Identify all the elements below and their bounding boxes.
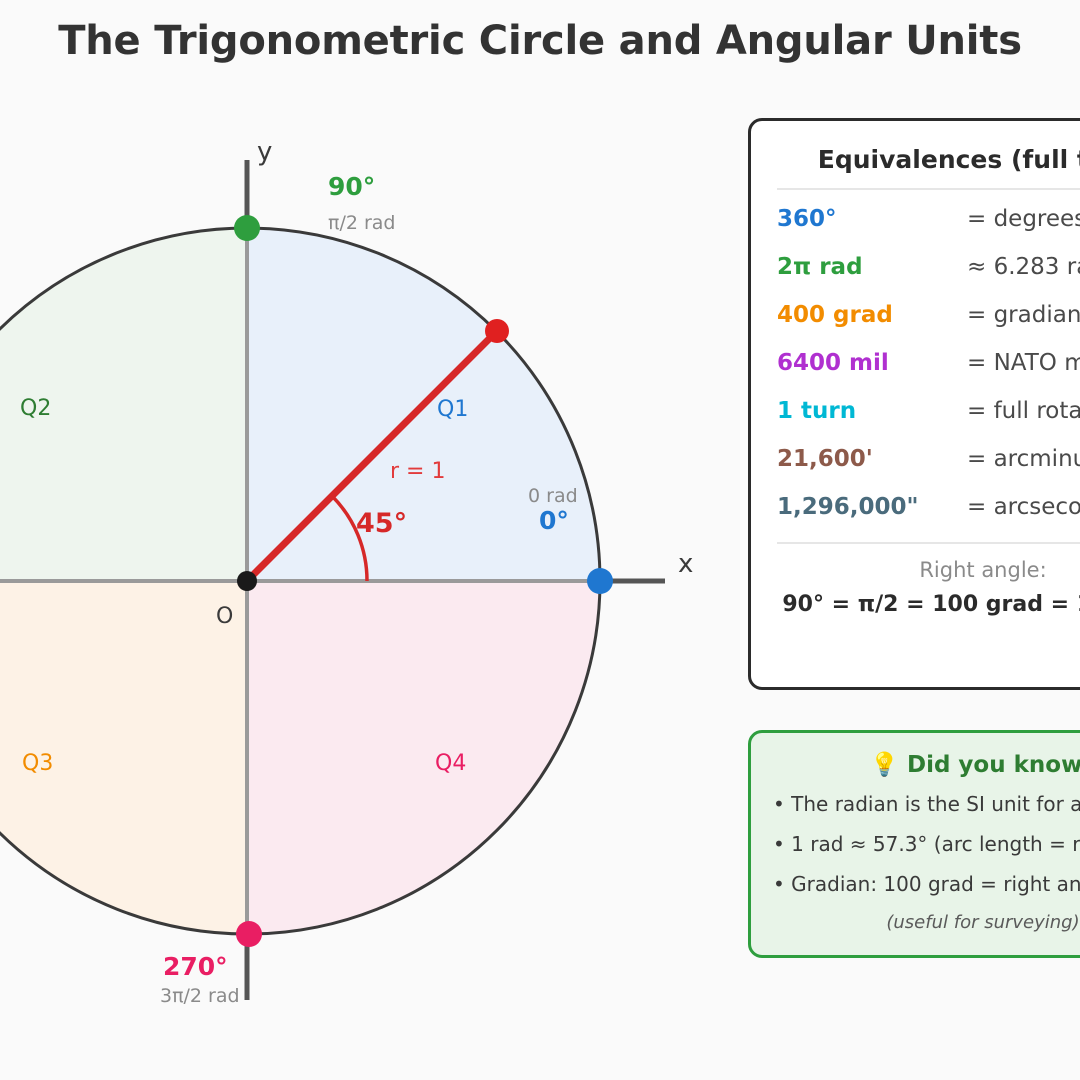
equiv-description: = arcminutes xyxy=(967,446,1080,472)
table-row: 2π rad ≈ 6.283 radians xyxy=(777,254,1080,280)
quadrant-label-q3: Q3 xyxy=(22,751,53,776)
equiv-value: 2π rad xyxy=(777,254,863,280)
list-item: • The radian is the SI unit for angles xyxy=(773,792,1080,816)
divider-top xyxy=(777,188,1080,190)
quadrant-label-q4: Q4 xyxy=(435,751,466,776)
did-you-know-title: Did you know? xyxy=(906,752,1080,778)
point-45deg[interactable] xyxy=(485,319,509,343)
table-row: 21,600' = arcminutes xyxy=(777,446,1080,472)
did-you-know-note: (useful for surveying) xyxy=(886,912,1080,933)
equiv-description: = degrees (sexagesimal) xyxy=(967,206,1080,232)
angle-label: 45° xyxy=(356,508,407,539)
equiv-value: 6400 mil xyxy=(777,350,889,376)
label-90rad: π/2 rad xyxy=(328,212,395,234)
table-row: 6400 mil = NATO mils xyxy=(777,350,1080,376)
table-row: 1,296,000" = arcseconds xyxy=(777,494,1080,520)
did-you-know-card: 💡 Did you know? • The radian is the SI u… xyxy=(748,730,1080,958)
label-0rad: 0 rad xyxy=(528,485,578,507)
equiv-value: 400 grad xyxy=(777,302,893,328)
page-title: The Trigonometric Circle and Angular Uni… xyxy=(58,18,1022,64)
did-you-know-heading: 💡 Did you know? xyxy=(773,751,1080,778)
equiv-value: 360° xyxy=(777,206,837,232)
equiv-description: = full rotation xyxy=(967,398,1080,424)
equiv-description: ≈ 6.283 radians xyxy=(967,254,1080,280)
label-270deg: 270° xyxy=(163,952,228,981)
equiv-description: = arcseconds xyxy=(967,494,1080,520)
quadrant-fill-q4 xyxy=(247,581,600,934)
table-row: 360° = degrees (sexagesimal) xyxy=(777,206,1080,232)
equiv-description: = gradians (centesimal) xyxy=(967,302,1080,328)
right-angle-note: Right angle: xyxy=(919,558,1047,582)
point-origin xyxy=(237,571,257,591)
equiv-description: = NATO mils xyxy=(967,350,1080,376)
equiv-value: 21,600' xyxy=(777,446,873,472)
list-item: • Gradian: 100 grad = right angle xyxy=(773,872,1080,896)
point-0deg[interactable] xyxy=(587,568,613,594)
list-item: • 1 rad ≈ 57.3° (arc length = radius) xyxy=(773,832,1080,856)
table-row: 400 grad = gradians (centesimal) xyxy=(777,302,1080,328)
y-axis-label: y xyxy=(257,137,272,167)
equivalences-card: Equivalences (full turn) 360° = degrees … xyxy=(748,118,1080,690)
right-angle-formula: 90° = π/2 = 100 grad = 1600 mil xyxy=(782,592,1080,617)
point-90deg[interactable] xyxy=(234,215,260,241)
lightbulb-icon: 💡 xyxy=(870,752,899,778)
label-270rad: 3π/2 rad xyxy=(160,985,240,1007)
equiv-value: 1,296,000" xyxy=(777,494,919,520)
equiv-value: 1 turn xyxy=(777,398,857,424)
trig-circle-diagram: x y O 90° π/2 rad 0 rad 0° 270° 3π/2 rad… xyxy=(0,137,693,1007)
angle-arc xyxy=(330,494,369,582)
label-0deg: 0° xyxy=(539,506,569,535)
label-90deg: 90° xyxy=(328,172,375,201)
table-row: 1 turn = full rotation xyxy=(777,398,1080,424)
x-axis-label: x xyxy=(678,549,693,579)
trig-circle-svg: x y O 90° π/2 rad 0 rad 0° 270° 3π/2 rad… xyxy=(0,137,693,1007)
equivalences-title: Equivalences (full turn) xyxy=(817,145,1080,174)
quadrant-label-q1: Q1 xyxy=(437,397,468,422)
quadrant-label-q2: Q2 xyxy=(20,396,51,421)
point-270deg[interactable] xyxy=(236,921,262,947)
origin-label: O xyxy=(216,604,233,629)
divider-bottom xyxy=(777,542,1080,544)
radius-line xyxy=(243,327,501,585)
radius-label: r = 1 xyxy=(390,459,445,484)
